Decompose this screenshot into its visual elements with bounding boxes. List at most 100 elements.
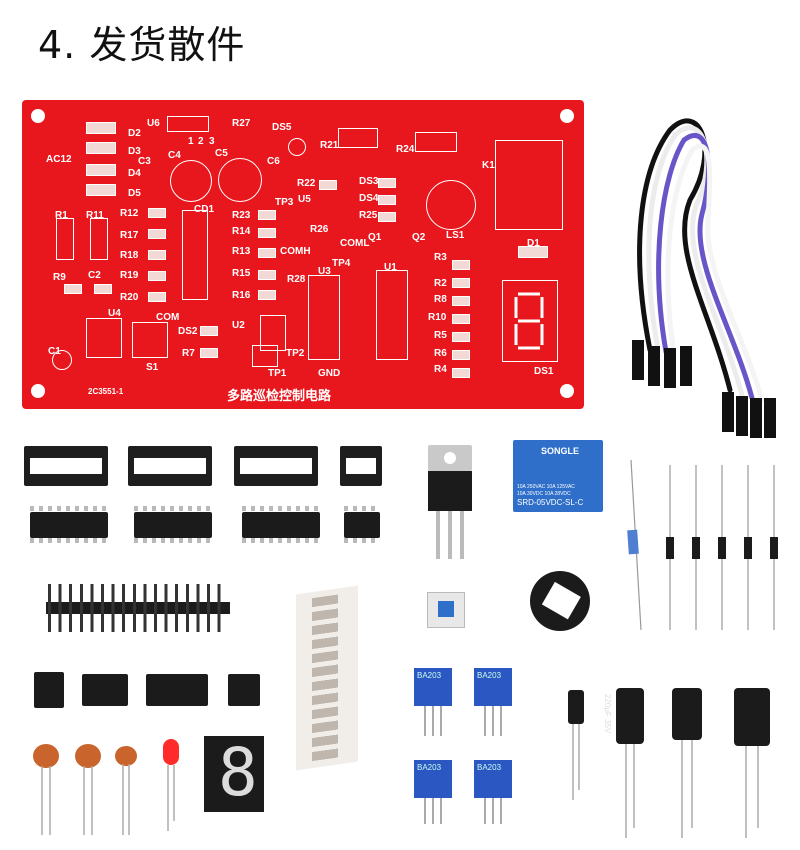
smd-pad bbox=[200, 326, 218, 336]
pcb-label: R20 bbox=[120, 292, 139, 303]
u2-footprint bbox=[260, 315, 286, 351]
chip-pins bbox=[30, 538, 108, 543]
voltage-regulator bbox=[428, 445, 472, 559]
pcb-model-code: 2C3551-1 bbox=[88, 387, 124, 396]
pcb-label: U6 bbox=[147, 118, 160, 129]
d5-pad bbox=[86, 184, 116, 196]
smd-pad bbox=[200, 348, 218, 358]
smd-pad bbox=[452, 260, 470, 270]
resistor-and-diodes bbox=[627, 460, 778, 631]
pcb-label: DS2 bbox=[178, 326, 198, 337]
pcb-label: COMH bbox=[280, 246, 311, 257]
pcb-label: R28 bbox=[287, 274, 306, 285]
pcb-label: R8 bbox=[434, 294, 447, 305]
pcb-label: AC12 bbox=[46, 154, 72, 165]
smd-pad bbox=[319, 180, 337, 190]
chip-pins bbox=[242, 506, 320, 511]
r11-footprint bbox=[90, 218, 108, 260]
pot-label: BA203 bbox=[477, 671, 502, 680]
pcb-board-name: 多路巡检控制电路 bbox=[227, 388, 332, 403]
pcb-label: DS5 bbox=[272, 122, 292, 133]
red-led bbox=[163, 739, 179, 831]
chip-pins bbox=[344, 506, 380, 511]
relay-rating-1: 10A 250VAC 10A 125VAC bbox=[517, 484, 575, 490]
pcb-label: R23 bbox=[232, 210, 251, 221]
chip-pins bbox=[134, 538, 212, 543]
pcb-label: R16 bbox=[232, 290, 251, 301]
trim-potentiometer: BA203 bbox=[474, 668, 512, 706]
pcb-label: R22 bbox=[297, 178, 316, 189]
smd-chip-so8 bbox=[82, 674, 128, 706]
tp-footprint bbox=[252, 345, 278, 367]
pcb-label: GND bbox=[318, 368, 341, 379]
smd-pad bbox=[258, 210, 276, 220]
pcb-label: D2 bbox=[128, 128, 141, 139]
mount-hole bbox=[31, 384, 45, 398]
pcb-label: R4 bbox=[434, 364, 447, 375]
u4-footprint bbox=[86, 318, 122, 358]
ds1-footprint bbox=[502, 280, 558, 362]
pot-label: BA203 bbox=[417, 671, 442, 680]
pcb-label: U5 bbox=[298, 194, 311, 205]
r21-footprint bbox=[338, 128, 378, 148]
pcb-label: R6 bbox=[434, 348, 447, 359]
pcb-label: Q1 bbox=[368, 232, 382, 243]
pcb-label: DS1 bbox=[534, 366, 554, 377]
relay-footprint bbox=[495, 140, 563, 230]
d3-pad bbox=[86, 142, 116, 154]
smd-pad bbox=[452, 368, 470, 378]
pcb-label: TP4 bbox=[332, 258, 351, 269]
c1-outline bbox=[52, 350, 72, 370]
pcb-label: U2 bbox=[232, 320, 245, 331]
chip-pins bbox=[30, 506, 108, 511]
pcb-label: R9 bbox=[53, 272, 66, 283]
pcb-label: R2 bbox=[434, 278, 447, 289]
pcb-label: TP1 bbox=[268, 368, 287, 379]
pcb-label: R1 bbox=[55, 210, 68, 221]
mount-hole bbox=[560, 109, 574, 123]
chip-pins bbox=[134, 506, 212, 511]
dip-chip-8pin bbox=[344, 512, 380, 538]
smd-pad bbox=[64, 284, 82, 294]
smd-pad bbox=[148, 271, 166, 281]
c4-outline bbox=[170, 160, 212, 202]
relay-rating-2: 10A 30VDC 10A 28VDC bbox=[517, 491, 571, 497]
trim-potentiometer: BA203 bbox=[414, 668, 452, 706]
smd-pad bbox=[452, 350, 470, 360]
smd-pad bbox=[452, 278, 470, 288]
pcb-label: U4 bbox=[108, 308, 121, 319]
relay-model: SRD-05VDC-SL-C bbox=[517, 498, 584, 507]
pcb-label: LS1 bbox=[446, 230, 465, 241]
trim-potentiometer: BA203 bbox=[474, 760, 512, 798]
pcb-label: R11 bbox=[86, 210, 104, 221]
smd-pad bbox=[258, 270, 276, 280]
smd-pad bbox=[378, 195, 396, 205]
ls1-outline bbox=[426, 180, 476, 230]
mount-hole bbox=[31, 109, 45, 123]
r1-footprint bbox=[56, 218, 74, 260]
pcb-label: DS3 bbox=[359, 176, 379, 187]
ic-socket-16pin bbox=[128, 446, 212, 486]
mount-hole bbox=[560, 384, 574, 398]
page-title: 4. 发货散件 bbox=[38, 23, 246, 67]
pcb-label: TP3 bbox=[275, 197, 294, 208]
smd-chip-so8 bbox=[34, 672, 64, 708]
d2-pad bbox=[86, 122, 116, 134]
u1-footprint bbox=[376, 270, 408, 360]
u6-footprint bbox=[167, 116, 209, 132]
ic-socket-16pin bbox=[234, 446, 318, 486]
buzzer bbox=[530, 571, 590, 631]
pin-header-pins bbox=[48, 584, 228, 632]
pot-label: BA203 bbox=[477, 763, 502, 772]
pcb-label: R13 bbox=[232, 246, 251, 257]
c5-outline bbox=[218, 158, 262, 202]
pcb-label: R27 bbox=[232, 118, 251, 129]
pcb-label: COML bbox=[340, 238, 370, 249]
pcb-label: D4 bbox=[128, 168, 141, 179]
pcb-label: C3 bbox=[138, 156, 151, 167]
pcb-label: U1 bbox=[384, 262, 397, 273]
dip-chip bbox=[242, 512, 320, 538]
smd-pad bbox=[148, 292, 166, 302]
smd-pad bbox=[258, 290, 276, 300]
